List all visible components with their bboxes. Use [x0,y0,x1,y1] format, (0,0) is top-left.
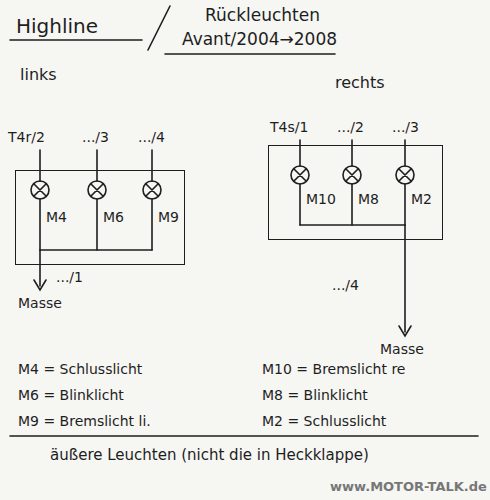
legend-note: M8 = Blinklicht [262,386,368,404]
lamp-housing: M10 M8 M2 [268,145,443,240]
heading: Avant/2004→2008 [182,30,337,48]
pin-label: .../4 [138,128,165,146]
ground-label: Masse [380,340,424,358]
lamp-label: M2 [411,190,432,208]
legend-note: M10 = Bremslicht re [262,360,405,378]
legend-note: M9 = Bremslicht li. [18,412,151,430]
lamp-label: M4 [46,208,67,226]
title: Highline [16,14,98,38]
pin-label: .../3 [392,118,419,136]
legend-note: M6 = Blinklicht [18,386,124,404]
footnote: äußere Leuchten (nicht die in Heckklappe… [50,446,369,464]
legend-note: M4 = Schlusslicht [18,360,142,378]
side-label: rechts [335,74,385,92]
pin-label: .../3 [82,128,109,146]
ground-label: Masse [18,294,62,312]
lamp-housing: M4 M6 M9 [15,170,185,265]
watermark: www.MOTOR-TALK.de [330,478,487,496]
side-label: links [20,66,57,84]
lamp-label: M8 [358,190,379,208]
legend-note: M2 = Schlusslicht [262,412,386,430]
heading: Rückleuchten [205,6,320,24]
pin-label: .../4 [332,276,359,294]
pin-label: T4r/2 [8,128,45,146]
pin-label: .../2 [337,118,364,136]
pin-label: T4s/1 [270,118,308,136]
pin-label: .../1 [56,268,83,286]
lamp-label: M9 [158,208,179,226]
lamp-label: M6 [103,208,124,226]
lamp-label: M10 [306,190,336,208]
